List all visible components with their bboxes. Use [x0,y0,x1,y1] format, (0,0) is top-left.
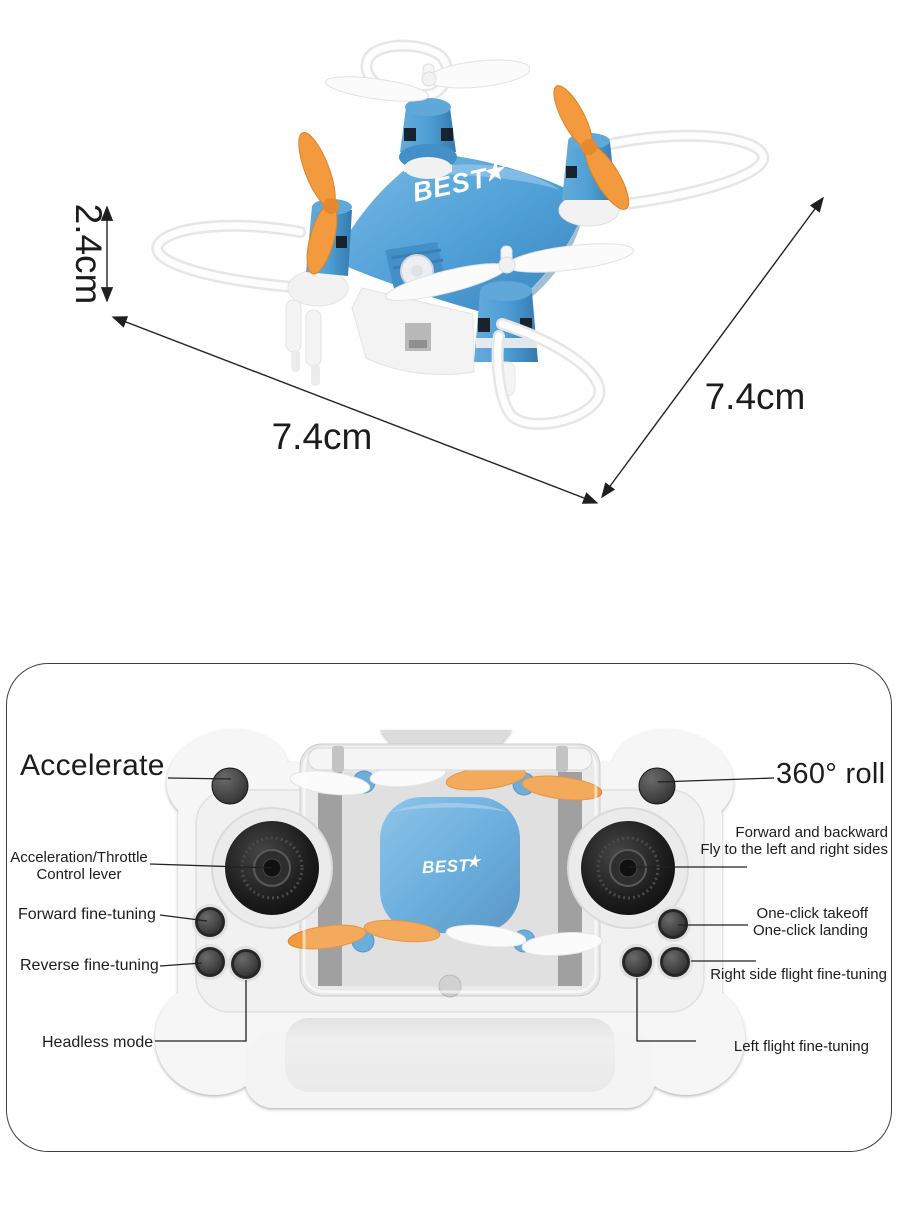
takeoff-label-line2: One-click landing [752,922,868,940]
right-side-dimension-arrow [601,196,824,499]
direction-label: Forward and backward Fly to the left and… [700,824,888,859]
reverse-tuning-leader-line [159,962,203,967]
trim-buttons [192,904,693,982]
left-shoulder-button [211,767,249,805]
reverse-tuning-label: Reverse fine-tuning [20,957,159,974]
headless-mode-button [228,946,264,982]
left-flight-trim-button [619,944,655,980]
roll-label: 360° roll [776,758,886,790]
left-tuning-label: Left flight fine-tuning [733,1038,869,1055]
right-side-dimension-label: 7.4cm [705,376,806,417]
right-tuning-label: Right side flight fine-tuning [710,966,887,983]
reverse-trim-button [192,944,228,980]
forward-tuning-leader-line [159,914,208,922]
stored-drone-logo: BEST ★ [422,853,483,878]
left-side-dimension-label: 7.4cm [272,416,373,457]
throttle-label: Acceleration/Throttle Control lever [8,849,150,884]
forward-tuning-label: Forward fine-tuning [18,906,156,923]
forward-trim-button [192,904,228,940]
drone-size-figure: BEST ★ [68,39,824,504]
controller-grip-tray [285,1018,615,1092]
callout-leader-lines [149,777,775,1042]
height-dimension-label: 2.4cm [68,204,109,305]
drone-photo: BEST ★ [151,39,770,430]
takeoff-landing-button [655,906,691,942]
right-shoulder-button [638,767,676,805]
compartment-top-bar [307,747,593,771]
drone-rear-motor [324,59,531,179]
stored-drone-logo-text: BEST [422,856,471,878]
throttle-label-line2: Control lever [36,866,122,884]
controller-guide-panel: BEST ★ [6,663,892,1152]
accelerate-label: Accelerate [20,749,165,782]
takeoff-label-line1: One-click takeoff [756,905,868,922]
right-flight-trim-button [657,944,693,980]
throttle-label-line1: Acceleration/Throttle [10,849,148,866]
stored-drone-logo-star-icon: ★ [466,853,483,871]
direction-label-line1: Forward and backward [735,824,888,841]
dimension-annotations: 2.4cm 7.4cm 7.4cm [68,196,824,504]
throttle-leader-line [149,863,273,869]
compartment-cover-glass [304,748,596,992]
drone-storage-compartment: BEST ★ [287,743,603,998]
left-tuning-leader-line [636,978,696,1042]
roll-leader-line [657,777,775,783]
left-side-dimension-arrow [111,316,599,504]
right-joystick [567,807,689,929]
headless-mode-label: Headless mode [42,1034,154,1051]
accelerate-leader-line [167,777,232,780]
headless-leader-line [155,980,247,1042]
direction-label-line2: Fly to the left and right sides [700,841,888,859]
takeoff-landing-label: One-click takeoff One-click landing [753,905,868,940]
